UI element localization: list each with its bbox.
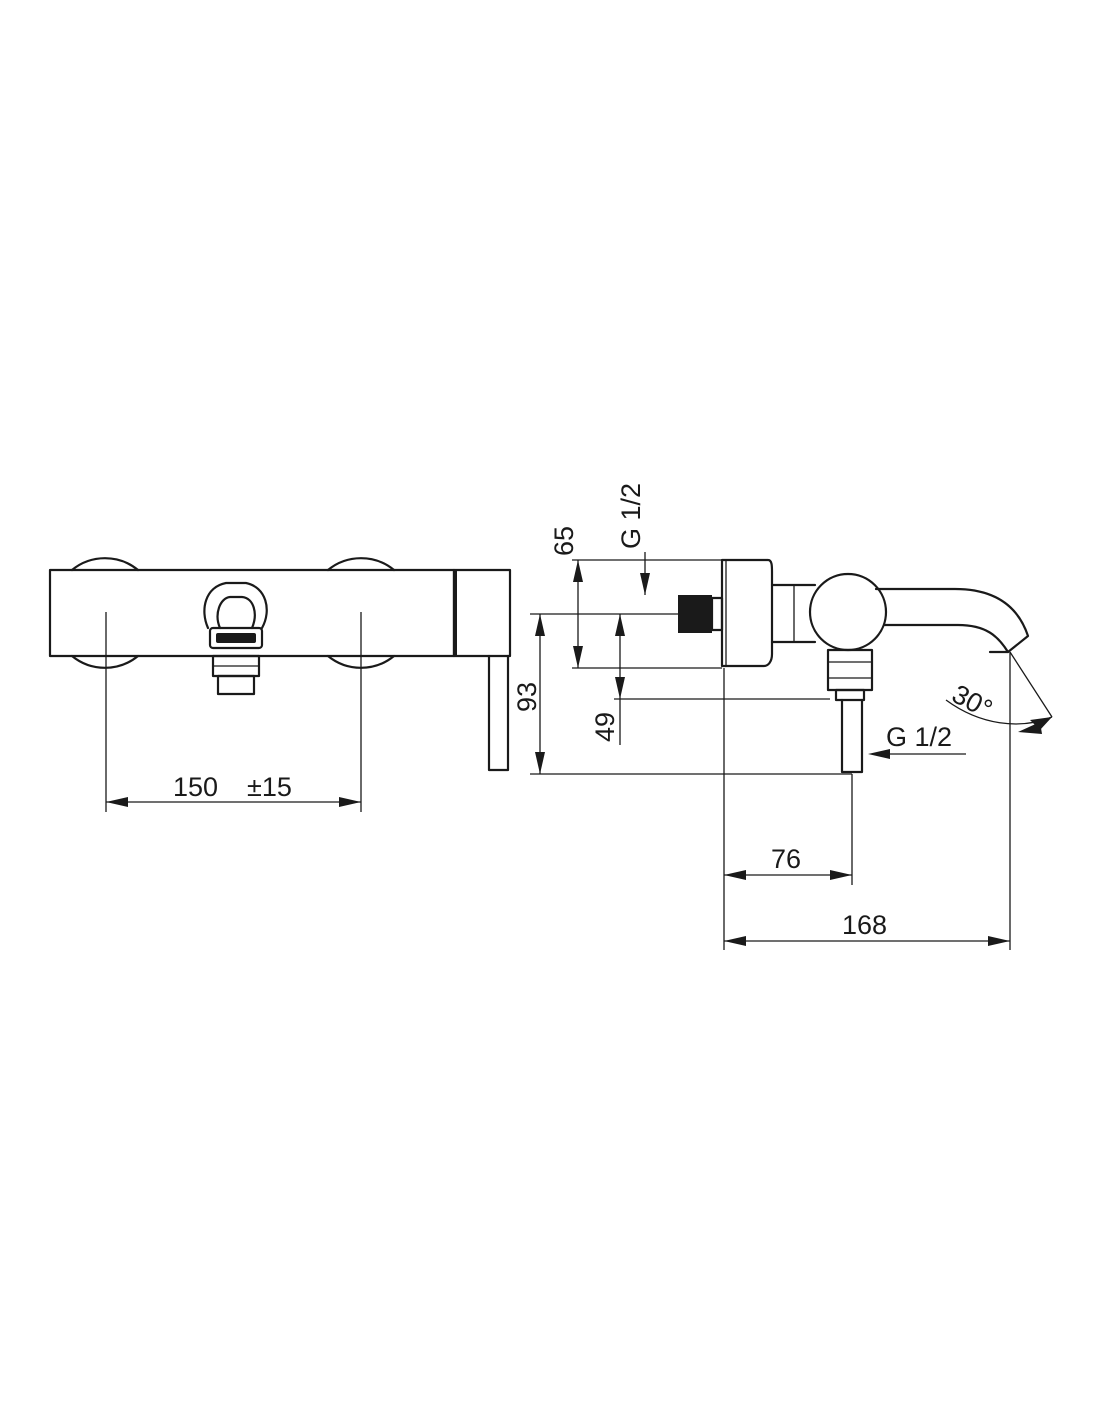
tolerance-15: ±15 (247, 772, 292, 802)
side-rosette (720, 558, 774, 668)
spout (874, 587, 1030, 654)
diverter-stem (840, 698, 864, 774)
spout-arch (203, 581, 268, 630)
dimension-93: 93 (512, 682, 542, 712)
side-view: 65 G 1/2 93 49 G 1/2 30° 76 16 (512, 483, 1053, 950)
dimension-49: 49 (590, 712, 620, 742)
aerator (208, 626, 264, 650)
dimension-150: 150 (173, 772, 218, 802)
dimension-76: 76 (771, 844, 801, 874)
left-rosette (70, 557, 140, 572)
right-rosette (326, 557, 396, 572)
connector-thread (678, 595, 712, 633)
mixer-cylinder (808, 572, 888, 652)
mixer-body (48, 568, 456, 658)
angle-30: 30° (947, 679, 997, 725)
dimension-65: 65 (549, 526, 579, 556)
angle-leg (1009, 651, 1053, 718)
dimension-168: 168 (842, 910, 887, 940)
front-view: 150 ±15 (48, 557, 512, 812)
thread-label-top: G 1/2 (616, 483, 646, 549)
thread-label-bottom: G 1/2 (886, 722, 952, 752)
lever-handle (487, 654, 510, 772)
diverter-nut (826, 648, 874, 692)
lever-base (452, 568, 512, 658)
